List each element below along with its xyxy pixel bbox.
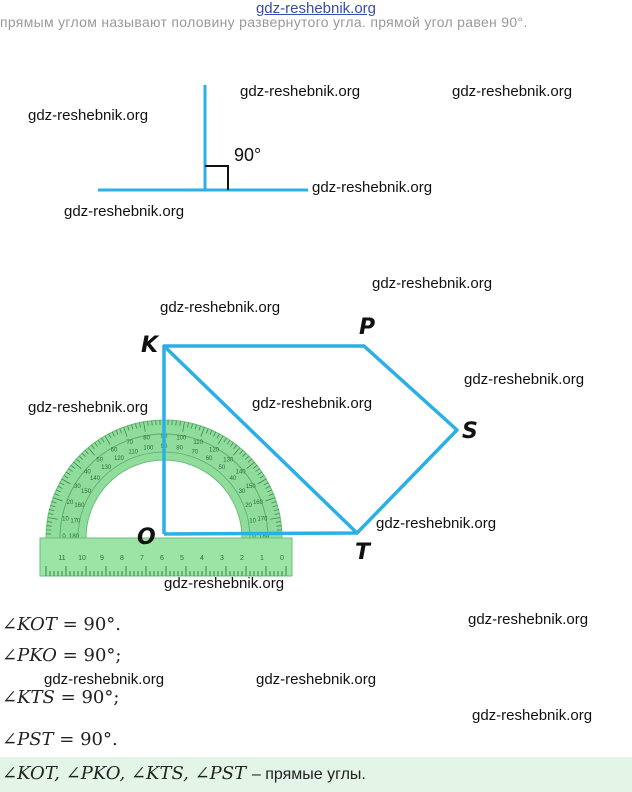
protractor-outer-number: 20 bbox=[67, 500, 74, 506]
equation-value: 90°; bbox=[81, 687, 120, 708]
protractor-inner-number: 10 bbox=[249, 518, 256, 524]
protractor-outer-number: 110 bbox=[193, 440, 203, 446]
protractor-inner-number: 160 bbox=[74, 503, 85, 509]
protractor-inner-number: 50 bbox=[219, 465, 226, 471]
conclusion-box: ∠KOT, ∠PKO, ∠KTS, ∠PST – прямые углы. bbox=[0, 757, 632, 792]
protractor-outer-number: 180 bbox=[259, 534, 270, 540]
point-label-k: K bbox=[141, 333, 160, 358]
watermark: gdz-reshebnik.org bbox=[256, 671, 377, 688]
angle-90-label: 90° bbox=[234, 145, 261, 165]
protractor-inner-number: 110 bbox=[128, 449, 138, 455]
ruler-number: 6 bbox=[160, 555, 164, 562]
protractor-outer-number: 80 bbox=[143, 436, 150, 442]
equation-angle: KTS bbox=[17, 687, 55, 708]
watermark: gdz-reshebnik.org bbox=[376, 515, 497, 532]
equation-pst: ∠PST = 90°. bbox=[2, 729, 118, 750]
equation-angle: KOT bbox=[17, 614, 57, 635]
point-label-s: S bbox=[462, 419, 478, 444]
protractor-inner-number: 80 bbox=[176, 445, 183, 451]
protractor-inner-number: 120 bbox=[114, 456, 125, 462]
watermark: gdz-reshebnik.org bbox=[240, 83, 361, 100]
protractor-inner-number: 60 bbox=[206, 456, 213, 462]
watermark: gdz-reshebnik.org bbox=[452, 83, 573, 100]
ruler-number: 9 bbox=[100, 555, 104, 562]
protractor-outer-number: 140 bbox=[236, 470, 247, 476]
ruler-number: 7 bbox=[140, 555, 144, 562]
ruler-number: 10 bbox=[78, 555, 86, 562]
watermark: gdz-reshebnik.org bbox=[312, 179, 433, 196]
protractor-outer-number: 100 bbox=[176, 436, 187, 442]
protractor-outer-number: 50 bbox=[96, 457, 103, 463]
equation-value: 90°. bbox=[83, 614, 122, 635]
ruler-number: 8 bbox=[120, 555, 124, 562]
equation-pko: ∠PKO = 90°; bbox=[2, 645, 122, 666]
point-label-t: T bbox=[355, 540, 372, 565]
ruler-number: 0 bbox=[280, 555, 284, 562]
protractor-outer-number: 170 bbox=[257, 517, 268, 523]
protractor-outer-number: 0 bbox=[62, 534, 66, 540]
point-label-p: P bbox=[359, 315, 375, 340]
truncated-text-line: прямым углом называют половину развернут… bbox=[0, 14, 528, 30]
polygon-kpsto bbox=[162, 344, 459, 536]
equation-value: 90°; bbox=[83, 645, 122, 666]
protractor-outer-number: 10 bbox=[62, 517, 69, 523]
point-label-o: O bbox=[137, 525, 156, 550]
protractor-outer-number: 160 bbox=[253, 500, 264, 506]
watermark: gdz-reshebnik.org bbox=[64, 203, 185, 220]
protractor-outer-number: 40 bbox=[84, 470, 91, 476]
ruler-number: 2 bbox=[240, 555, 244, 562]
watermark: gdz-reshebnik.org bbox=[28, 107, 149, 124]
protractor-inner-number: 30 bbox=[239, 489, 246, 495]
protractor-inner-number: 0 bbox=[252, 534, 256, 540]
ruler-number: 4 bbox=[200, 555, 204, 562]
protractor-outer-number: 150 bbox=[246, 484, 257, 490]
protractor-inner-number: 180 bbox=[69, 534, 80, 540]
watermark: gdz-reshebnik.org bbox=[252, 395, 373, 412]
protractor-outer-number: 60 bbox=[111, 447, 118, 453]
conclusion-text: ∠KOT, ∠PKO, ∠KTS, ∠PST – прямые углы. bbox=[2, 763, 366, 784]
ruler-number: 3 bbox=[220, 555, 224, 562]
ruler-number: 1 bbox=[260, 555, 264, 562]
watermark: gdz-reshebnik.org bbox=[160, 299, 281, 316]
protractor-inner-number: 170 bbox=[70, 518, 81, 524]
watermark: gdz-reshebnik.org bbox=[164, 575, 285, 592]
protractor-inner-number: 150 bbox=[81, 489, 92, 495]
protractor-outer-number: 130 bbox=[223, 457, 234, 463]
conclusion-angles: ∠KOT, ∠PKO, ∠KTS, ∠PST bbox=[2, 763, 247, 784]
protractor-inner-number: 100 bbox=[143, 445, 154, 451]
watermark: gdz-reshebnik.org bbox=[44, 671, 165, 688]
watermark: gdz-reshebnik.org bbox=[468, 611, 589, 628]
equation-kot: ∠KOT = 90°. bbox=[2, 614, 122, 635]
watermark: gdz-reshebnik.org bbox=[28, 399, 149, 416]
equation-angle: PKO bbox=[17, 645, 57, 666]
watermark: gdz-reshebnik.org bbox=[464, 371, 585, 388]
watermark: gdz-reshebnik.org bbox=[472, 707, 593, 724]
equation-kts: ∠KTS = 90°; bbox=[2, 687, 120, 708]
protractor-outer-number: 70 bbox=[126, 440, 133, 446]
equation-angle: PST bbox=[17, 729, 54, 750]
protractor-inner-number: 70 bbox=[191, 449, 198, 455]
right-angle-figure: 90° bbox=[98, 85, 308, 192]
conclusion-tail: – прямые углы. bbox=[251, 766, 366, 783]
equation-value: 90°. bbox=[80, 729, 118, 750]
protractor-inner-number: 130 bbox=[101, 465, 112, 471]
protractor-inner-number: 40 bbox=[230, 476, 237, 482]
ruler-number: 5 bbox=[180, 555, 184, 562]
ruler-number: 11 bbox=[58, 555, 65, 562]
protractor-inner-number: 20 bbox=[245, 503, 252, 509]
protractor-outer-number: 120 bbox=[209, 447, 220, 453]
protractor-inner-number: 140 bbox=[90, 476, 101, 482]
site-link[interactable]: gdz-reshebnik.org bbox=[255, 0, 377, 17]
protractor-outer-number: 30 bbox=[74, 484, 81, 490]
watermark: gdz-reshebnik.org bbox=[372, 275, 493, 292]
